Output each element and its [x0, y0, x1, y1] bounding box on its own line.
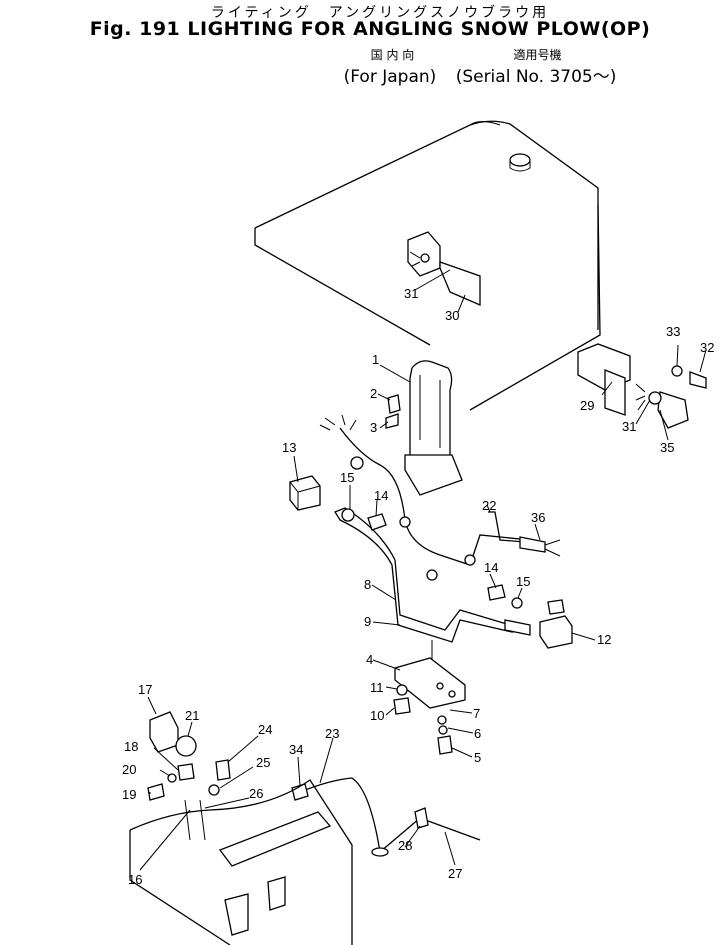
callout-15a: 15: [340, 470, 354, 485]
washer-6: [438, 725, 448, 735]
callout-24: 24: [258, 722, 272, 737]
callout-7: 7: [473, 706, 480, 721]
cable: [291, 777, 481, 857]
bolt-32: [689, 371, 707, 389]
callout-23: 23: [325, 726, 339, 741]
callout-5: 5: [474, 750, 481, 765]
callout-35: 35: [660, 440, 674, 455]
pillar-bracket: [385, 360, 463, 496]
blade: [129, 779, 353, 945]
callout-13: 13: [282, 440, 296, 455]
callout-labels: 1 2 3 4 5 6 7 8 9 10 11 12 13 14 14 15 1…: [122, 286, 714, 887]
callout-17: 17: [138, 682, 152, 697]
washer-33: [671, 365, 683, 377]
blade-lamp-assembly: [147, 711, 231, 841]
callout-9: 9: [364, 614, 371, 629]
washer-3: [385, 413, 399, 429]
bolt-5: [437, 735, 453, 755]
callout-6: 6: [474, 726, 481, 741]
guard-pipe: [334, 507, 531, 670]
callout-32: 32: [700, 340, 714, 355]
lamp-35: [657, 391, 689, 429]
washer-25: [208, 784, 220, 796]
lamp-21: [175, 735, 197, 757]
callout-28: 28: [398, 838, 412, 853]
machine-body: [254, 120, 601, 411]
callout-20: 20: [122, 762, 136, 777]
filler-cap: [509, 153, 531, 167]
bolt-19: [147, 783, 165, 801]
lamp-13: [289, 475, 321, 511]
callout-26: 26: [249, 786, 263, 801]
socket-18: [177, 763, 195, 781]
bolt-2: [387, 394, 401, 414]
bolt-24: [215, 759, 231, 781]
figure-title: Fig. 191 LIGHTING FOR ANGLING SNOW PLOW(…: [89, 18, 651, 40]
callout-27: 27: [448, 866, 462, 881]
wire-harness: [319, 414, 561, 581]
lamp-12: [539, 615, 573, 649]
serial-jp: 適用号機: [513, 48, 562, 62]
callout-33: 33: [666, 324, 680, 339]
jp-subtitle-row: 国 内 向 適用号機: [300, 44, 660, 63]
nut-10: [393, 697, 411, 715]
callout-12: 12: [597, 632, 611, 647]
callout-11: 11: [370, 680, 384, 695]
leader-lines: [139, 269, 707, 871]
callout-1: 1: [372, 352, 379, 367]
serial-label: (Serial No. 3705～): [455, 67, 617, 87]
callout-22: 22: [482, 498, 496, 513]
callout-34: 34: [289, 742, 303, 757]
callout-4: 4: [366, 652, 373, 667]
callout-31b: 31: [622, 419, 636, 434]
bolt-14a: [367, 513, 387, 531]
callout-15b: 15: [516, 574, 530, 589]
plate-4: [393, 657, 466, 755]
market-label: (For Japan): [343, 67, 437, 87]
washer-11: [396, 684, 408, 696]
callout-31a: 31: [404, 286, 418, 301]
callout-30: 30: [445, 308, 459, 323]
callout-14b: 14: [484, 560, 498, 575]
callout-18: 18: [124, 739, 138, 754]
clamp-15a: [341, 508, 355, 522]
callout-19: 19: [122, 787, 136, 802]
lamp-17: [149, 711, 179, 753]
callout-16: 16: [128, 872, 142, 887]
callout-8: 8: [364, 577, 371, 592]
callout-14a: 14: [374, 488, 388, 503]
callout-36: 36: [531, 510, 545, 525]
japanese-title: ライティング アングリングスノウブラウ用: [210, 5, 550, 21]
washer-7: [437, 715, 447, 725]
subtitle-row: (For Japan) (Serial No. 3705～): [300, 62, 660, 87]
clamp-15b: [511, 597, 523, 609]
callout-3: 3: [370, 420, 377, 435]
bolt-14b: [487, 584, 506, 601]
callout-29: 29: [580, 398, 594, 413]
bracket-30: [407, 231, 481, 306]
callout-10: 10: [370, 708, 384, 723]
clip-28: [414, 807, 429, 829]
callout-2: 2: [370, 386, 377, 401]
callout-25: 25: [256, 755, 270, 770]
bracket-29: [577, 343, 707, 429]
callout-21: 21: [185, 708, 199, 723]
market-jp: 国 内 向: [370, 48, 415, 62]
